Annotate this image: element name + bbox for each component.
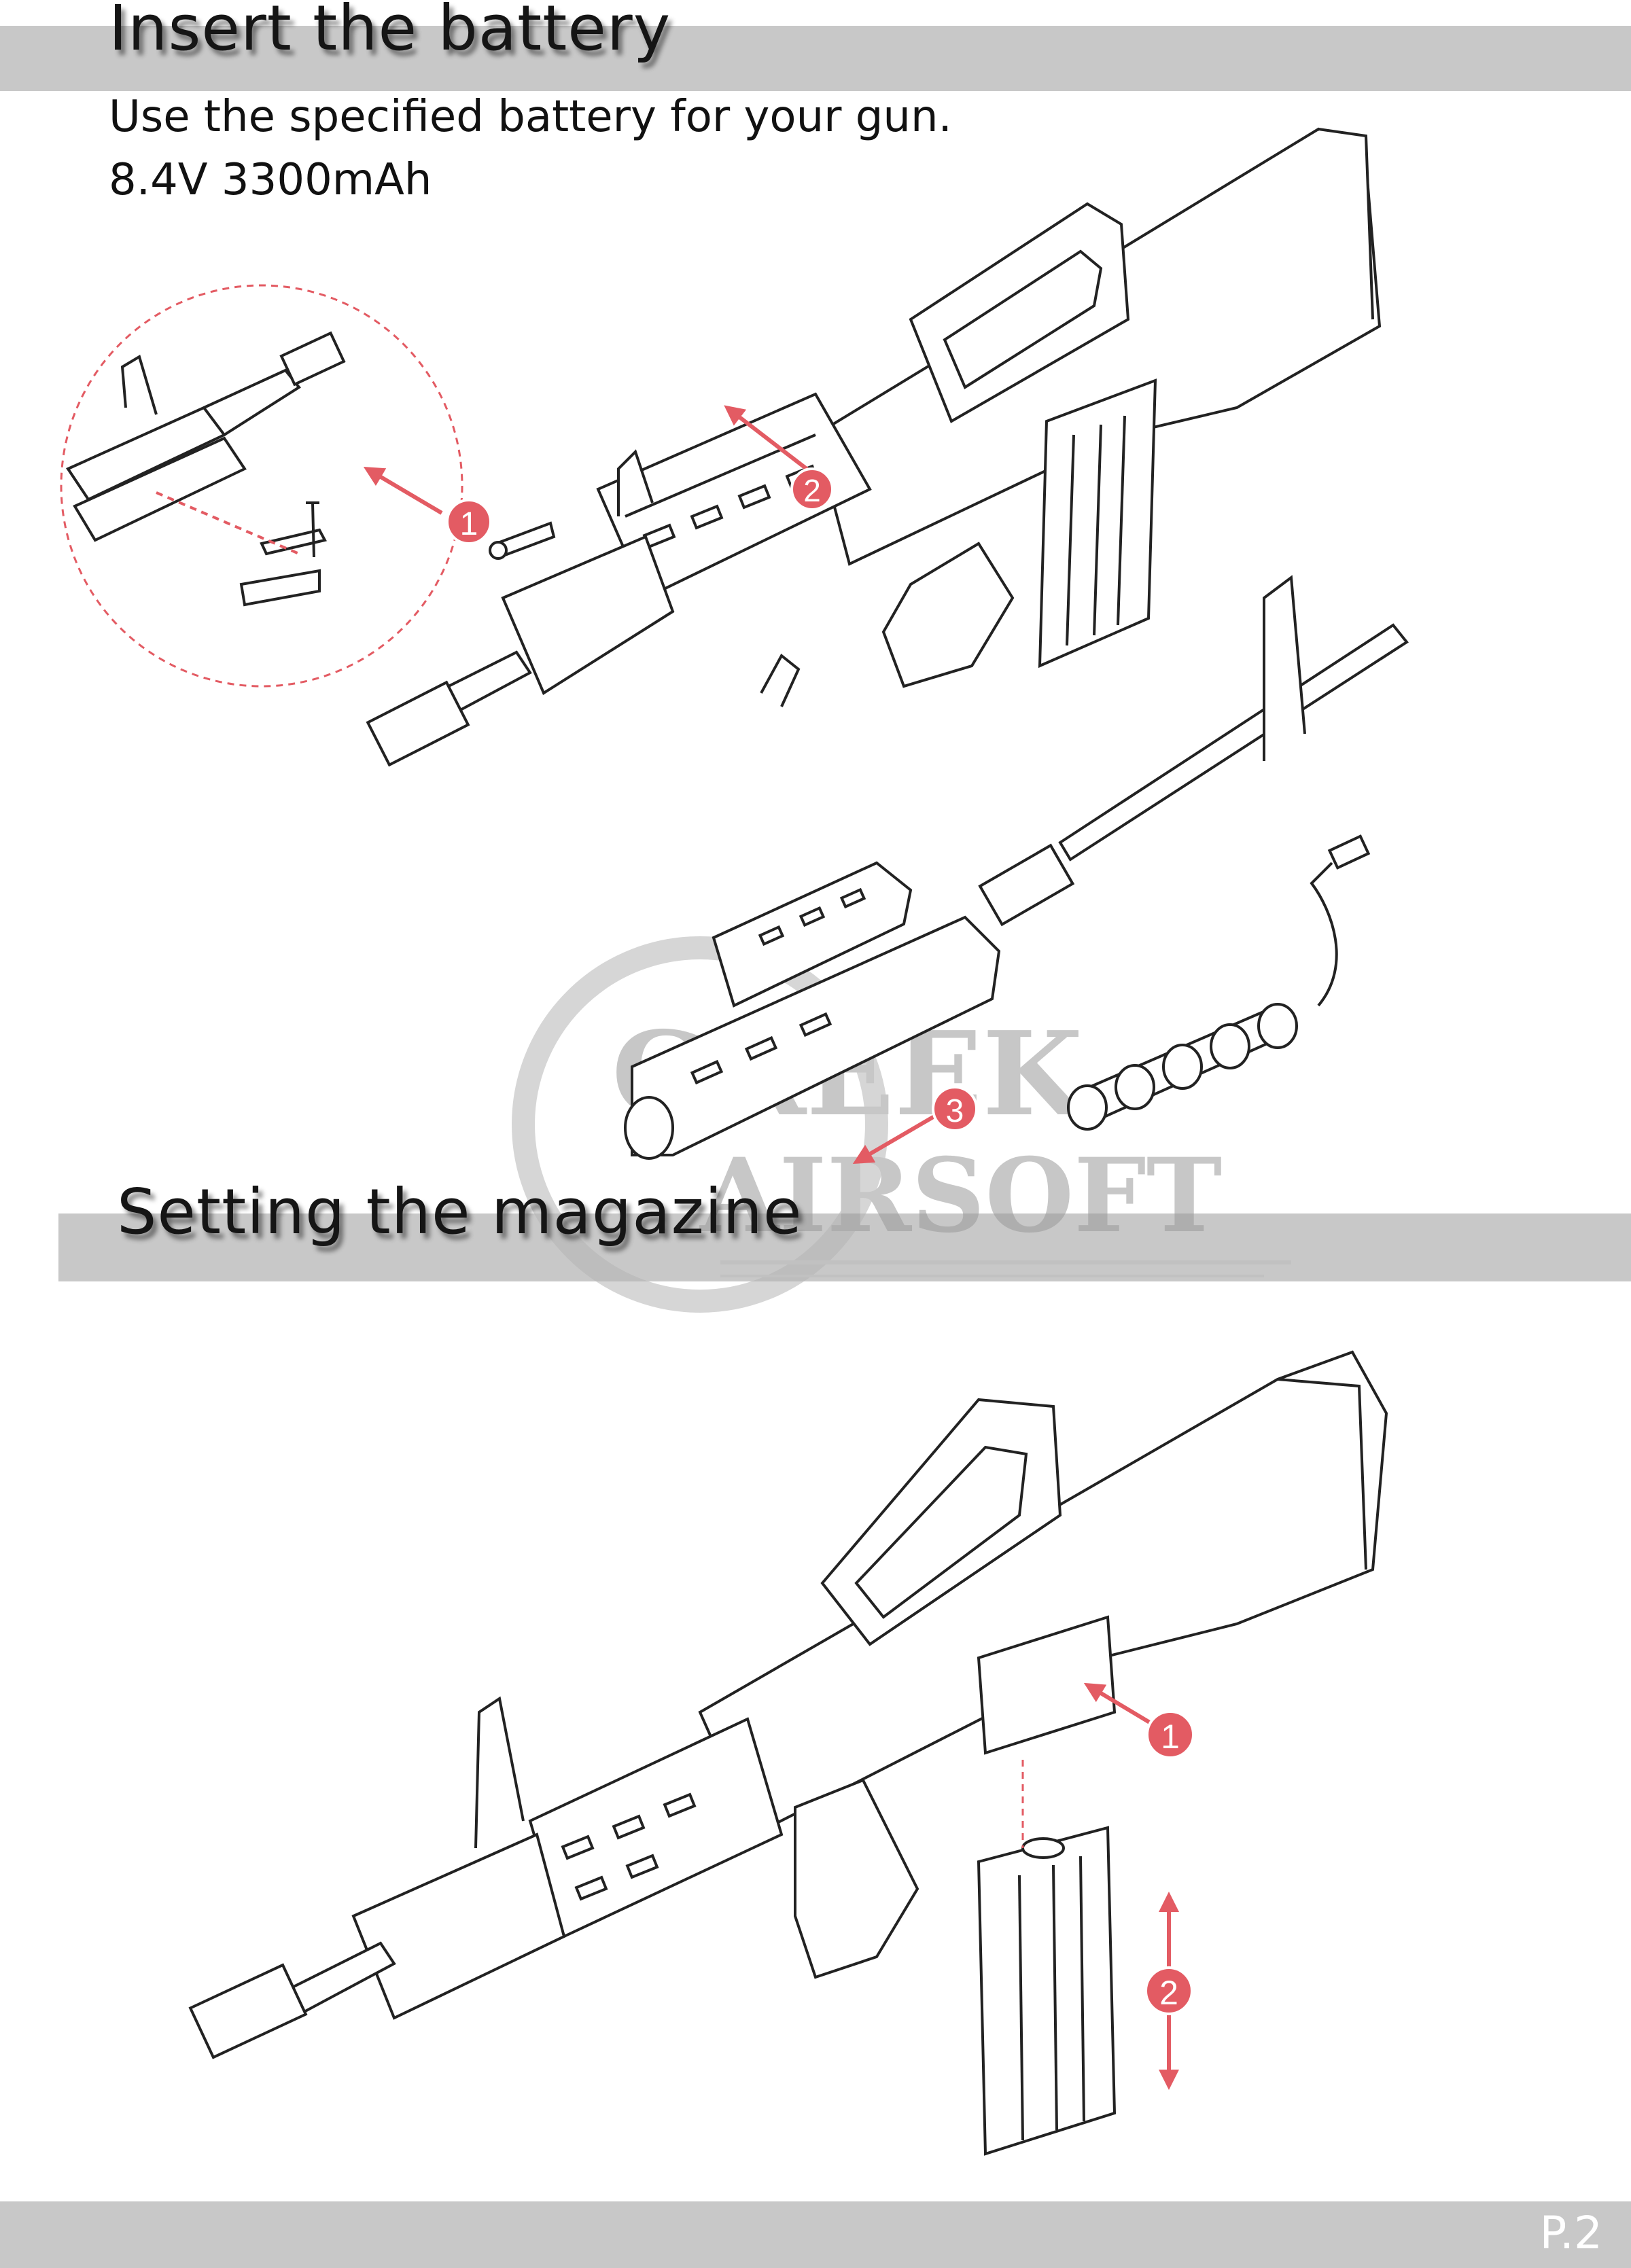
rifle-magazine-view [188, 1350, 1388, 2156]
page-number: P.2 [1539, 2207, 1603, 2259]
sling-swivel-detail [60, 284, 463, 688]
step-marker-3-battery: 3 [932, 1086, 978, 1132]
step-marker-2-battery: 2 [790, 467, 834, 511]
svg-text:1: 1 [460, 506, 478, 542]
battery-instruction: Use the specified battery for your gun. [109, 92, 952, 142]
step-marker-1-battery: 1 [446, 499, 492, 545]
rifle-battery-view [366, 127, 1382, 767]
svg-text:AIRSOFT: AIRSOFT [699, 1136, 1222, 1256]
section-title-setting-magazine: Setting the magazine [117, 1175, 803, 1248]
header-band [0, 26, 1631, 91]
svg-text:3: 3 [946, 1093, 964, 1129]
exploded-handguard-and-battery [624, 575, 1409, 1160]
svg-text:2: 2 [803, 473, 821, 508]
svg-text:2: 2 [1159, 1974, 1178, 2012]
step-marker-2-magazine: 2 [1144, 1966, 1193, 2015]
battery-spec: 8.4V 3300mAh [109, 155, 432, 205]
svg-text:1: 1 [1161, 1718, 1180, 1756]
footer-band [0, 2201, 1631, 2268]
section-title-insert-battery: Insert the battery [109, 0, 671, 65]
step-marker-1-magazine: 1 [1146, 1710, 1195, 1759]
